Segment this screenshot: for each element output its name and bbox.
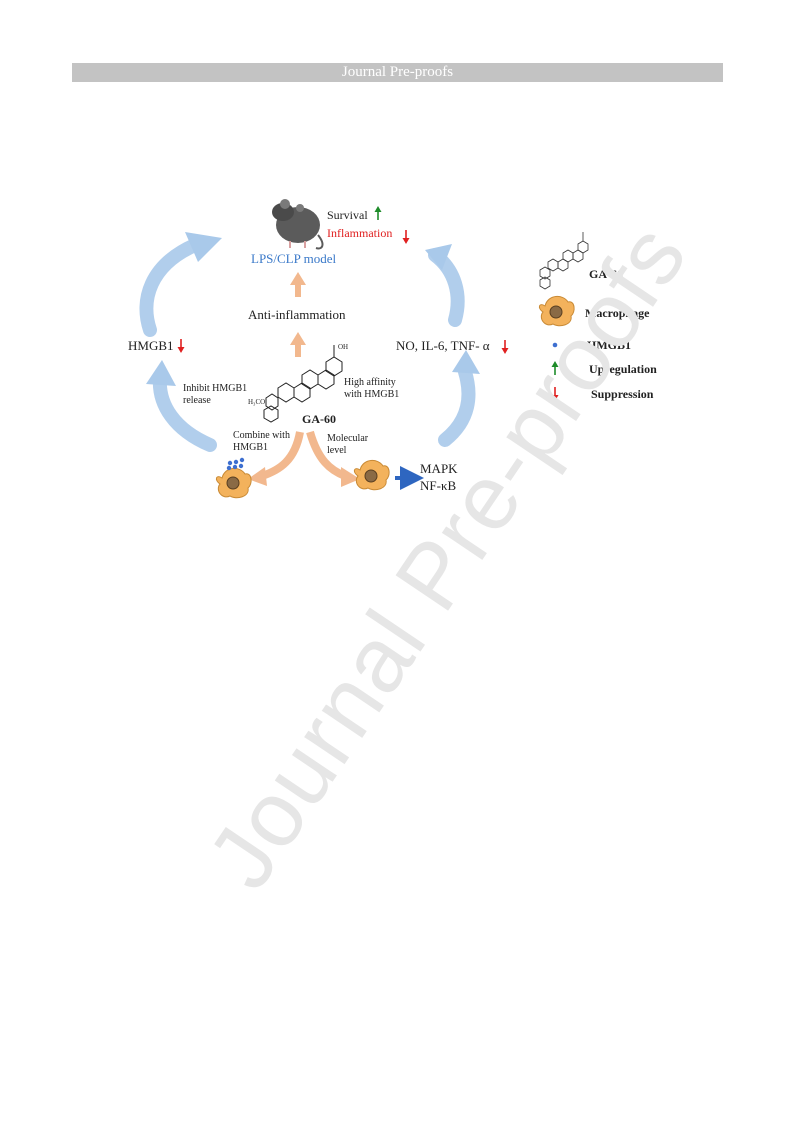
legend-suppression: Suppression xyxy=(591,387,654,401)
inflammation-label: Inflammation xyxy=(327,226,393,240)
legend-macrophage: Macrophage xyxy=(585,306,650,320)
molecular-line1: Molecular xyxy=(327,433,369,444)
ga60-structure-main xyxy=(263,345,343,423)
macrophage-right xyxy=(353,460,390,491)
high-affinity-line1: High affinity xyxy=(344,377,396,388)
legend-down-arrow xyxy=(551,387,559,401)
legend-up-arrow xyxy=(551,361,559,375)
orange-arrow-up-top xyxy=(295,283,301,297)
mapk-label: MAPK xyxy=(420,461,458,476)
high-affinity-line2: with HMGB1 xyxy=(344,389,400,400)
inhibit-line2: release xyxy=(183,395,211,406)
survival-up-arrow xyxy=(374,206,382,220)
cytokines-down-arrow xyxy=(501,340,509,354)
model-label: LPS/CLP model xyxy=(251,251,337,266)
hmgb1-down-arrow xyxy=(177,339,185,353)
nfkb-label: NF-κB xyxy=(420,478,457,493)
orange-arrow-up-center xyxy=(295,343,301,357)
carboxyl-group-label: OH xyxy=(338,343,349,351)
legend-upregulation: Upregulation xyxy=(589,362,657,376)
legend-compound: GA-60 xyxy=(589,267,623,281)
journal-banner: Journal Pre-proofs xyxy=(72,63,723,82)
macrophage-left xyxy=(215,468,252,499)
mouse-illustration xyxy=(272,199,324,250)
hmgb1-legend-dot xyxy=(552,342,558,348)
ga60-label: GA-60 xyxy=(302,412,336,426)
inflammation-down-arrow xyxy=(402,230,410,244)
molecular-line2: level xyxy=(327,445,347,456)
blue-arrow-left-upper xyxy=(139,238,202,337)
survival-label: Survival xyxy=(327,208,368,222)
ga60-structure-legend xyxy=(539,232,589,290)
blue-arrow-right-lower xyxy=(438,365,476,447)
cytokines-label: NO, IL-6, TNF- α xyxy=(396,338,490,353)
combine-line2: HMGB1 xyxy=(233,442,269,453)
blue-arrow-left-lower xyxy=(152,371,217,452)
methoxy-group-label: H₃CO xyxy=(248,398,266,406)
macrophage-legend-icon xyxy=(538,296,575,327)
combine-line1: Combine with xyxy=(233,430,290,441)
hmgb1-down-label: HMGB1 xyxy=(128,338,174,353)
orange-arrow-left-curve xyxy=(260,431,304,480)
legend-hmgb1: HMGB1 xyxy=(587,338,631,352)
anti-inflammation-label: Anti-inflammation xyxy=(248,307,346,322)
hmgb1-dots xyxy=(226,457,245,471)
inhibit-line1: Inhibit HMGB1 xyxy=(183,383,248,394)
